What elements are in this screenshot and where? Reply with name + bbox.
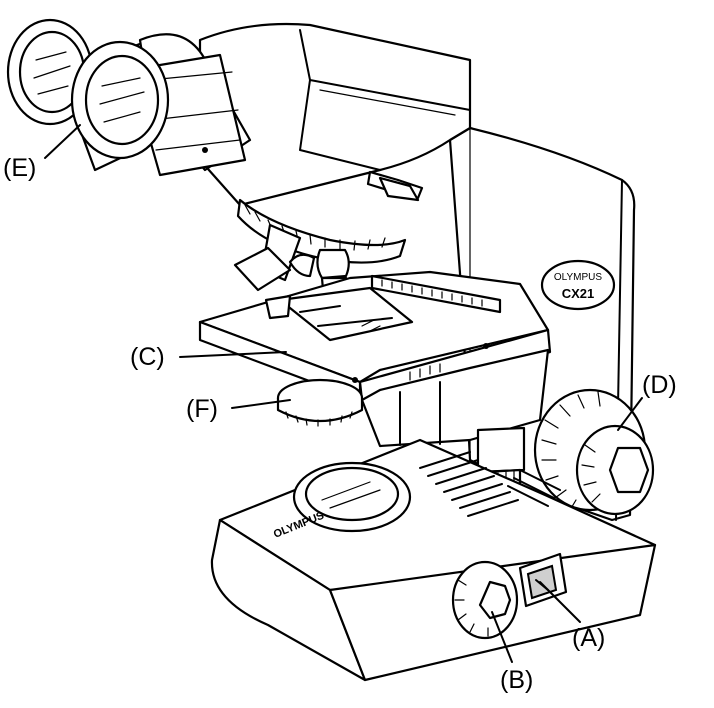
leader-line-c	[179, 351, 287, 358]
head	[198, 22, 472, 207]
label-f: (F)	[186, 395, 218, 423]
label-c: (C)	[130, 343, 165, 371]
leader-lines	[44, 124, 643, 663]
badge-model-text: CX21	[562, 286, 595, 301]
leader-line-b	[491, 611, 513, 663]
label-a: (A)	[572, 624, 605, 652]
condenser	[276, 378, 364, 427]
field-lens	[292, 461, 412, 533]
label-e: (E)	[3, 154, 36, 182]
badge-brand-text: OLYMPUS	[554, 272, 602, 283]
light-knob	[451, 560, 519, 640]
leader-line-f	[231, 399, 291, 409]
eyepieces	[6, 18, 420, 202]
leader-line-d	[617, 397, 643, 431]
leader-line-e	[44, 124, 81, 159]
label-b: (B)	[500, 666, 533, 694]
brand-badge: OLYMPUS CX21	[540, 259, 616, 311]
focus-knob	[533, 388, 655, 516]
label-d: (D)	[642, 371, 677, 399]
leader-line-a	[539, 581, 581, 623]
